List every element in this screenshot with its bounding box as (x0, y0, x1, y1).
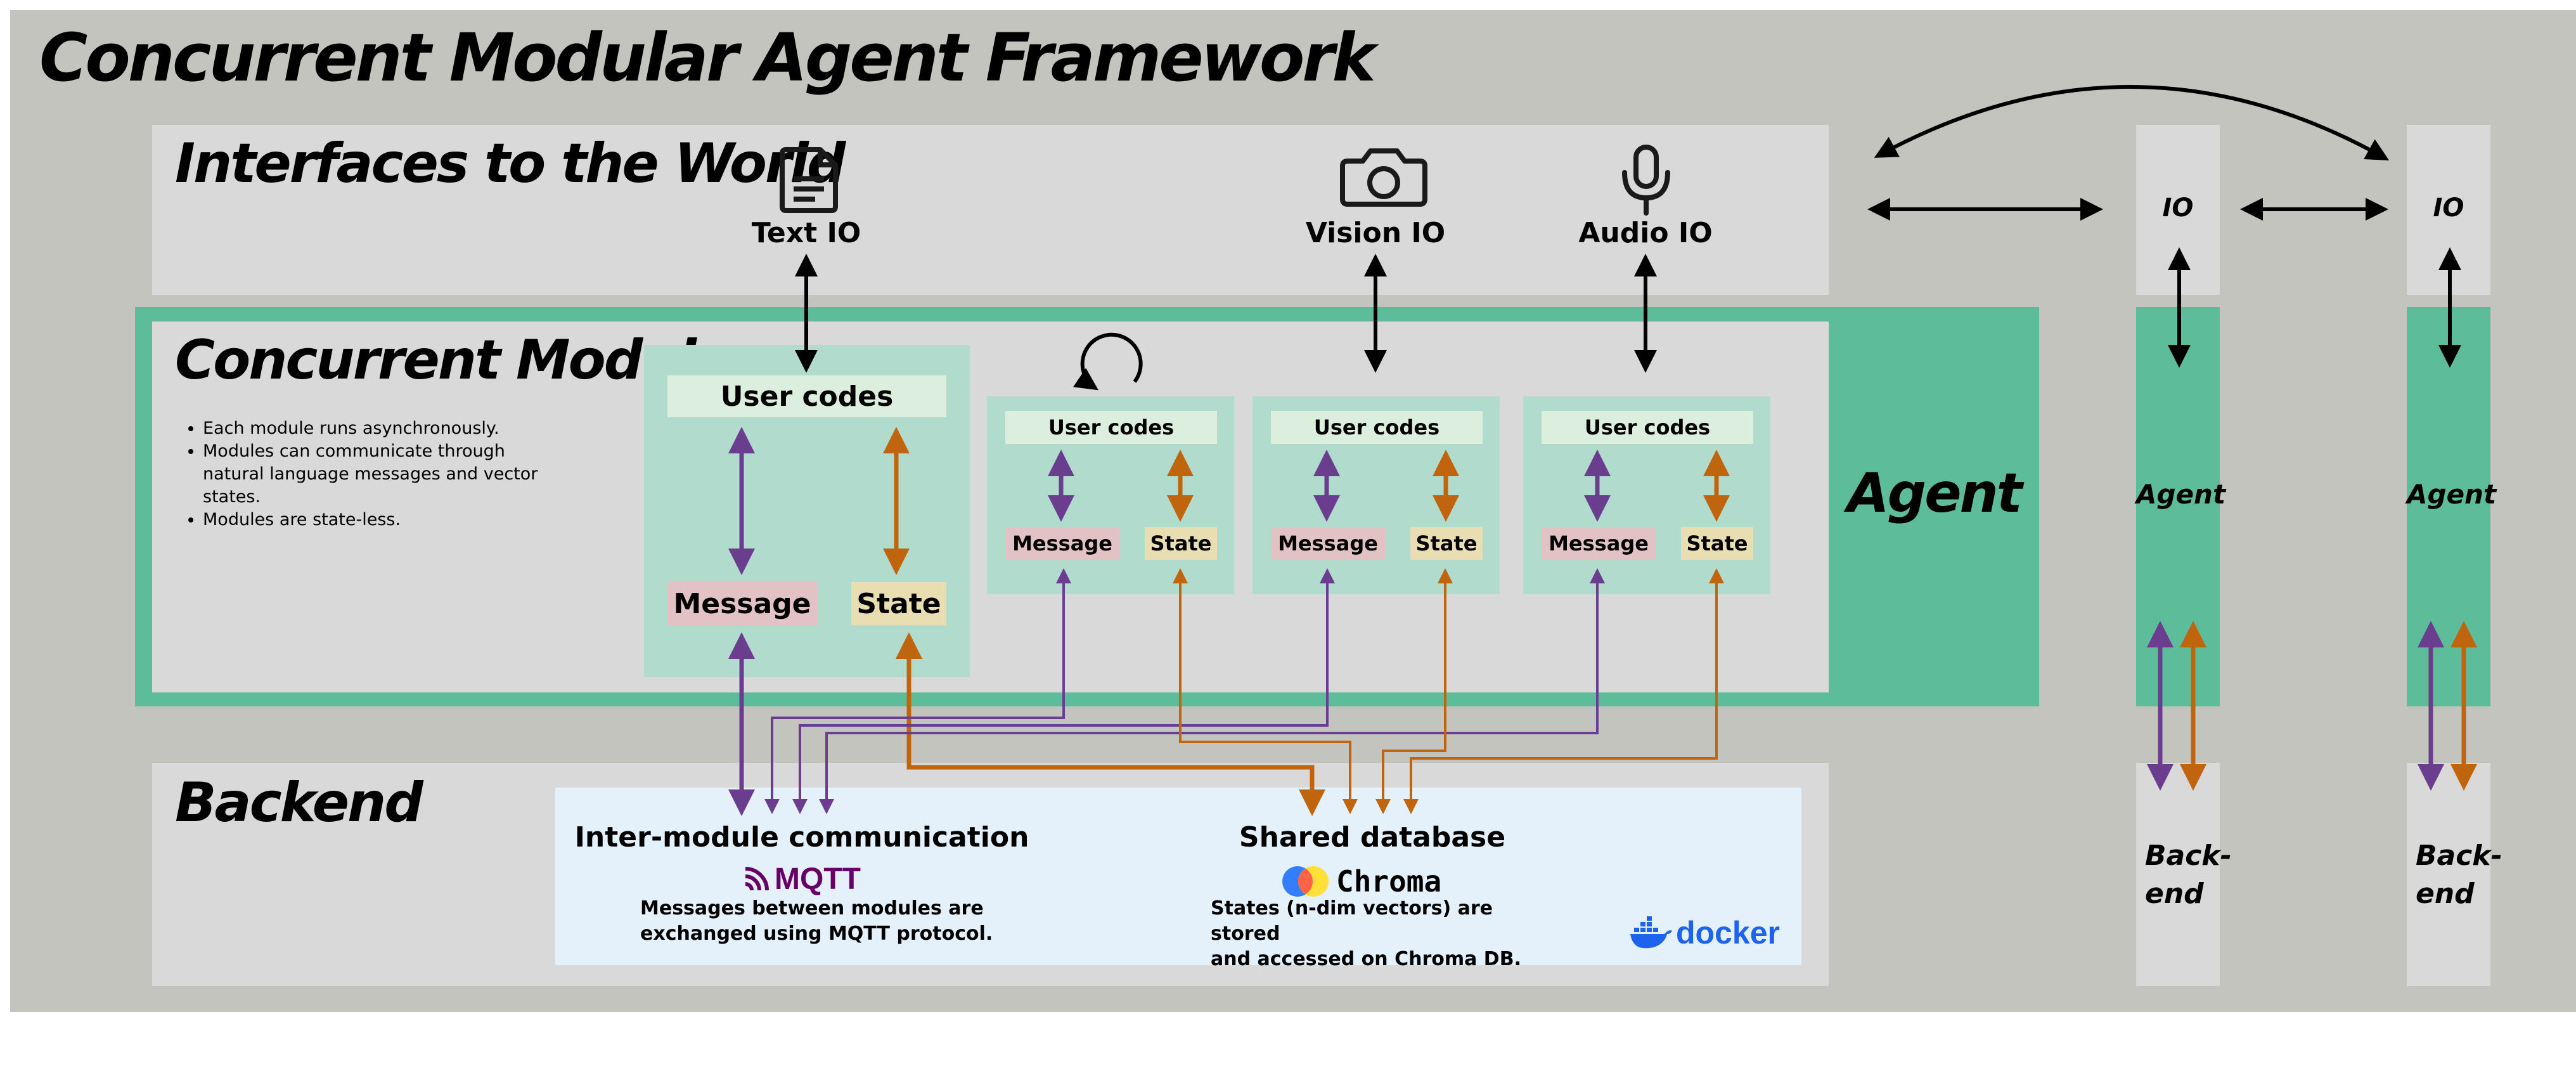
module-2-user-codes: User codes (1271, 411, 1483, 444)
chroma-logo-text: Chroma (1336, 864, 1442, 899)
side-agent-1-io-label: IO (2162, 193, 2194, 223)
comm-desc-line: Messages between modules are (640, 897, 984, 919)
comm-desc-line: exchanged using MQTT protocol. (640, 923, 993, 945)
side-agent-2-backend (2407, 763, 2490, 986)
side-agent-1-backend-label: Back- end (2145, 837, 2232, 913)
shared-database-title: Shared database (1239, 821, 1506, 854)
module-2-state: State (1410, 527, 1483, 560)
backend-title: Backend (175, 771, 423, 834)
agent-label: Agent (1847, 462, 2023, 525)
page-title: Concurrent Modular Agent Framework (39, 19, 1376, 96)
interfaces-title: Interfaces to the World (175, 132, 846, 195)
small-module-backend-arrows (764, 568, 1724, 814)
chroma-logo: Chroma (1282, 862, 1472, 900)
loop-arrow-icon (1073, 332, 1143, 391)
mqtt-logo: MQTT (743, 861, 870, 897)
text-io-label: Text IO (751, 217, 861, 249)
docker-logo: docker (1629, 912, 1787, 954)
camera-icon (1340, 148, 1427, 207)
module-3-user-codes: User codes (1542, 411, 1753, 444)
modules-bullets: Each module runs asynchronously. Modules… (184, 417, 539, 531)
side-agent-1-agent-label: Agent (2136, 479, 2226, 510)
side-agent-2-backend-label: Back- end (2416, 837, 2502, 913)
module-1-message: Message (1005, 527, 1119, 560)
shared-database-description: States (n-dim vectors) are stored and ac… (1211, 896, 1566, 972)
module-3-message: Message (1542, 527, 1656, 560)
module-1-user-codes: User codes (1005, 411, 1217, 444)
module-2-message: Message (1271, 527, 1385, 560)
side-agent-2-agent-label: Agent (2407, 479, 2497, 510)
mqtt-logo-icon (745, 867, 769, 891)
backend-label-line: Back- (2416, 840, 2502, 872)
chroma-logo-icon (1282, 866, 1329, 897)
side-agent-2-io-label: IO (2433, 193, 2464, 223)
io-arrows (795, 85, 2461, 373)
module-main-user-codes: User codes (667, 375, 946, 417)
bullet-item: Modules can communicate through natural … (203, 440, 539, 509)
audio-io-label: Audio IO (1578, 217, 1713, 249)
backend-label-line: Back- (2145, 840, 2232, 872)
db-desc-line: and accessed on Chroma DB. (1211, 948, 1521, 970)
backend-label-line: end (2145, 878, 2204, 910)
db-desc-line: States (n-dim vectors) are stored (1211, 897, 1493, 945)
bullet-item: Each module runs asynchronously. (203, 417, 539, 440)
inter-module-comm-description: Messages between modules are exchanged u… (640, 896, 995, 947)
backend-label-line: end (2416, 878, 2475, 910)
inter-module-comm-title: Inter-module communication (574, 821, 1029, 854)
module-3-state: State (1681, 527, 1753, 560)
document-icon (780, 147, 838, 213)
interfaces-panel (152, 125, 1829, 295)
microphone-icon (1622, 145, 1670, 216)
vision-io-label: Vision IO (1305, 217, 1446, 249)
docker-logo-text: docker (1676, 915, 1780, 951)
docker-whale-icon (1630, 916, 1672, 949)
bullet-item: Modules are state-less. (203, 509, 539, 531)
module-inner-arrows (728, 427, 2477, 791)
mqtt-logo-text: MQTT (775, 862, 861, 896)
side-agent-1-backend (2136, 763, 2220, 986)
module-1-state: State (1145, 527, 1217, 560)
